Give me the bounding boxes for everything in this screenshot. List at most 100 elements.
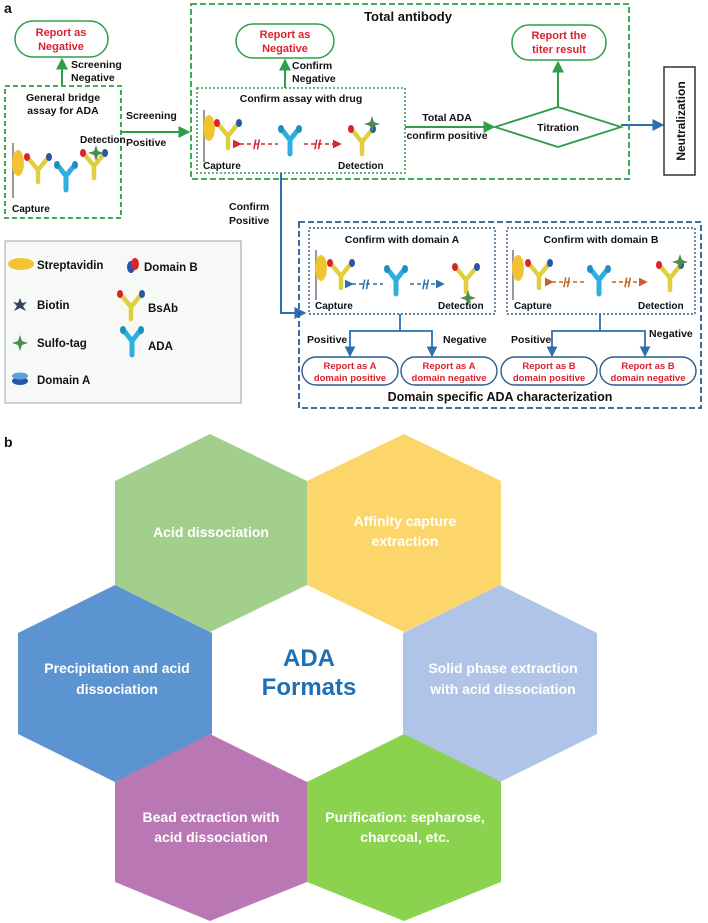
legend-domain-b: Domain B [127,258,198,274]
report-negative-left-line1: Report as [36,27,87,39]
legend-domain-b-label: Domain B [144,262,198,274]
domain-a-detection: Detection [438,301,484,312]
arrow-confirm-positive [280,173,307,319]
svg-text://: // [362,277,370,292]
legend-streptavidin-label: Streptavidin [37,260,103,272]
report-titer-box [511,24,607,61]
ada-formats-line2: Formats [262,674,357,701]
domain-a-negative: Negative [443,334,487,346]
report-b-positive-box [500,356,598,386]
neutralization-label: Neutralization [674,81,688,160]
report-titer-line1: Report the [532,30,587,42]
report-titer-line2: titer result [532,44,586,56]
svg-text://: // [422,277,430,292]
hex-solid-label-2: with acid dissociation [429,681,575,697]
hex-bead-extraction [115,734,307,921]
hex-affinity-label-2: extraction [372,533,439,549]
report-b-positive-line1: Report as B [522,361,575,372]
titration-label: Titration [537,122,579,134]
report-negative-left-line2: Negative [38,41,84,53]
report-a-negative-line1: Report as A [423,361,476,372]
domain-b-capture: Capture [514,301,552,312]
report-negative-mid-line2: Negative [262,43,308,55]
domain-a-illustration: // // [315,250,480,306]
domain-b-negative: Negative [649,328,693,340]
report-negative-mid-box [235,23,335,59]
legend-domain-a: Domain A [12,372,90,387]
hex-affinity-capture [307,434,501,632]
domain-b-positive: Positive [511,334,551,346]
domain-b-icon [127,258,139,273]
legend-domain-a-label: Domain A [37,375,90,387]
total-ada-line1: Total ADA [422,112,472,124]
report-b-negative-line2: domain negative [611,373,686,384]
hex-bead-label-2: acid dissociation [154,829,268,845]
legend-biotin: Biotin [13,298,70,312]
screening-negative-line1: Screening [71,59,122,71]
confirm-positive-line2: Positive [229,215,269,227]
hex-precipitation-label-2: dissociation [76,681,158,697]
domain-b-illustration: // // [512,250,688,300]
confirm-domain-a-title: Confirm with domain A [345,234,460,246]
report-a-positive-line1: Report as A [324,361,377,372]
domain-a-positive: Positive [307,334,347,346]
domain-specific-title: Domain specific ADA characterization [388,390,613,404]
general-bridge-illustration [12,143,108,198]
report-b-negative-box [599,356,697,386]
domain-b-detection: Detection [638,301,684,312]
panel-b-label: b [4,434,13,450]
general-bridge-line1: General bridge [26,92,100,104]
confirm-domain-b-title: Confirm with domain B [544,234,659,246]
report-a-negative-line2: domain negative [412,373,487,384]
total-antibody-box [190,3,630,180]
report-a-positive-line2: domain positive [314,373,386,384]
domain-a-branch [349,314,433,354]
confirm-assay-title: Confirm assay with drug [240,93,363,105]
confirm-assay-illustration: // // [203,110,380,162]
hex-purification-label-1: Purification: sepharose, [325,809,484,825]
screening-negative-line2: Negative [71,72,115,84]
hex-solid-label-1: Solid phase extraction [428,660,577,676]
svg-text://: // [624,275,632,290]
hex-bead-label-1: Bead extraction with [143,809,280,825]
confirm-assay-capture: Capture [203,161,241,172]
general-bridge-box [4,85,122,219]
hex-purification-label-2: charcoal, etc. [360,829,450,845]
report-negative-left-box [14,20,109,58]
hex-solid-phase [403,585,597,782]
confirm-negative-line2: Negative [292,73,336,85]
report-b-positive-line2: domain positive [513,373,585,384]
legend-bsab: BsAb [117,290,178,319]
domain-specific-box [298,221,702,409]
legend-sulfo-tag-label: Sulfo-tag [37,338,87,350]
hex-acid-dissociation [115,434,307,632]
ada-formats-line1: ADA [283,645,335,672]
titration-diamond [492,106,624,148]
neutralization-box [663,66,696,176]
hex-purification [307,734,501,921]
hex-affinity-label-1: Affinity capture [354,513,457,529]
screening-positive-line1: Screening [126,110,177,122]
legend-box [4,240,242,404]
legend-ada: ADA [120,326,173,355]
legend-sulfo-tag: Sulfo-tag [12,335,87,351]
report-negative-mid-line1: Report as [260,29,311,41]
general-bridge-line2: assay for ADA [27,105,99,117]
report-a-positive-box [301,356,399,386]
streptavidin-icon [8,258,34,270]
domain-a-icon [12,372,28,385]
total-ada-line2: confirm positive [406,130,487,142]
legend-streptavidin: Streptavidin [8,258,103,272]
legend-bsab-label: BsAb [148,303,178,315]
panel-a-label: a [4,0,12,16]
svg-text://: // [253,137,261,152]
legend-biotin-label: Biotin [37,300,70,312]
total-antibody-title: Total antibody [364,9,453,24]
hex-acid-label-1: Acid dissociation [153,524,269,540]
svg-text://: // [563,275,571,290]
hex-precipitation-label-1: Precipitation and acid [44,660,189,676]
general-bridge-capture: Capture [12,204,50,215]
hex-precipitation [18,585,212,782]
legend-ada-label: ADA [148,341,173,353]
report-b-negative-line1: Report as B [621,361,674,372]
